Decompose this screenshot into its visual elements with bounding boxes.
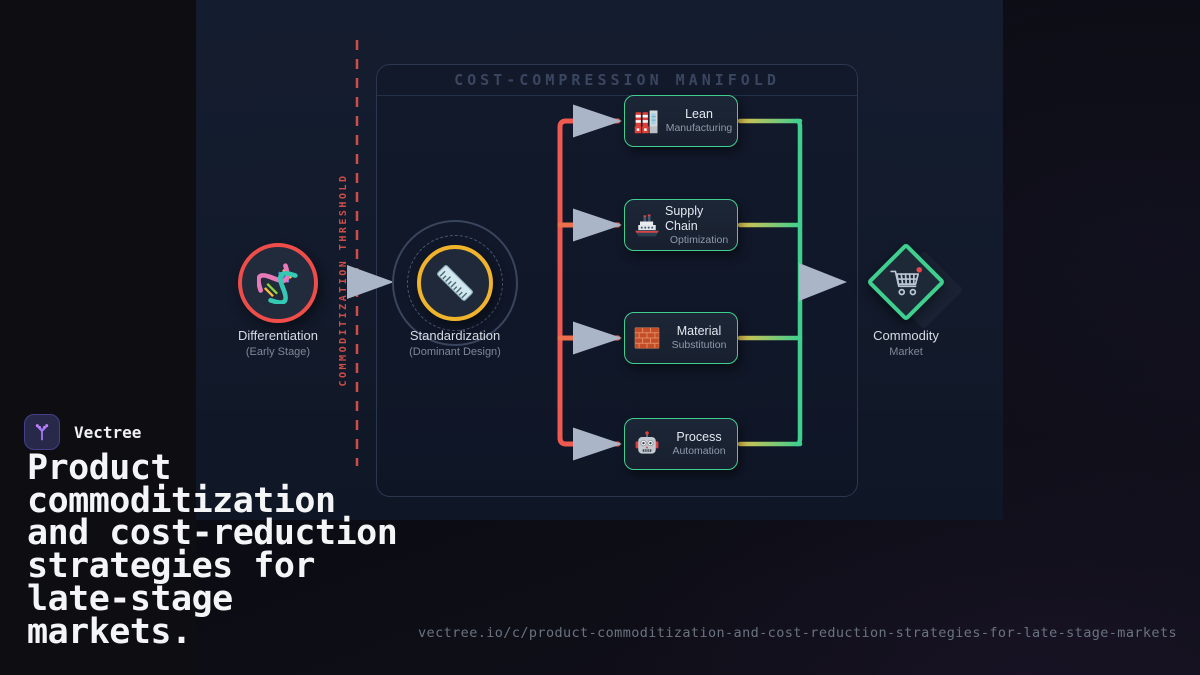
standardization-dashed-ring [407, 235, 503, 331]
brick-wall-icon [634, 327, 660, 349]
footer-url[interactable]: vectree.io/c/product-commoditization-and… [418, 625, 1177, 641]
differentiation-node [238, 243, 318, 323]
ship-icon [634, 214, 660, 237]
output-connectors [737, 118, 803, 447]
arrow-to-lean-icon [573, 104, 622, 138]
factory-icon [634, 110, 658, 134]
strategy-node-process-automation: Process Automation [624, 418, 738, 470]
diagram-canvas [196, 0, 1003, 520]
commodity-label: Commodity Market [873, 328, 939, 358]
brand-row: Vectree [24, 414, 141, 450]
left-background-strip [0, 0, 196, 675]
shopping-cart-icon [890, 267, 922, 296]
arrow-to-material-icon [573, 321, 622, 355]
manifold-title: COST-COMPRESSION MANIFOLD [377, 65, 857, 96]
brand-logo [24, 414, 60, 450]
commodity-node [866, 242, 946, 322]
standardization-node [417, 245, 493, 321]
input-stubs [557, 222, 621, 341]
arrow-to-commodity-icon [799, 263, 847, 301]
robot-icon [635, 431, 659, 454]
differentiation-label: Differentiation (Early Stage) [238, 328, 318, 358]
strategy-node-supply-chain-optimization: Supply Chain Optimization [624, 199, 738, 251]
arrow-to-process-icon [573, 427, 622, 461]
brand-name: Vectree [74, 422, 142, 442]
arrow-to-standardization-icon [347, 265, 394, 299]
strategy-node-lean-manufacturing: Lean Manufacturing [624, 95, 738, 147]
vectree-logo-icon [35, 424, 49, 441]
arrow-to-supply-chain-icon [573, 208, 622, 242]
standardization-outer-ring [392, 220, 518, 346]
ruler-icon [437, 265, 473, 301]
dna-icon [257, 263, 298, 304]
page-title: Product commoditization and cost-reducti… [27, 448, 398, 652]
strategy-node-material-substitution: Material Substitution [624, 312, 738, 364]
standardization-label: Standardization (Dominant Design) [409, 328, 501, 358]
input-spine [557, 118, 621, 447]
